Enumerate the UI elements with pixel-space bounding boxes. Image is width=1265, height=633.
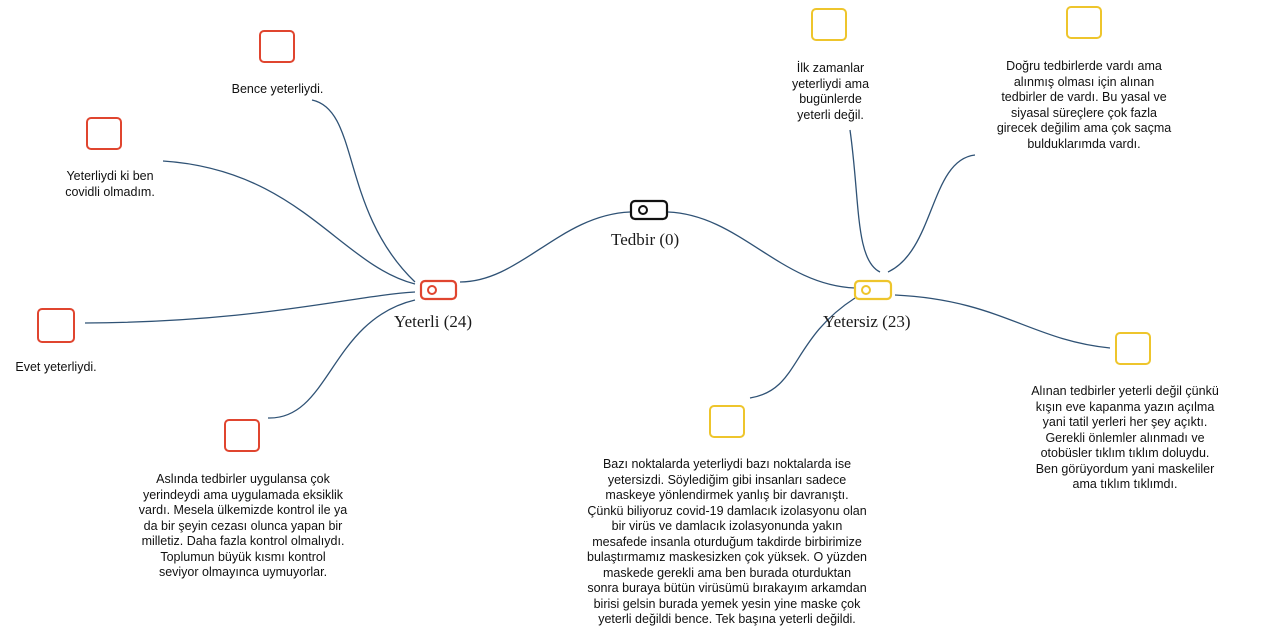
- link-yetersiz-quote-4: [749, 297, 856, 399]
- link-yeterli-quote-3: [84, 291, 416, 324]
- link-root-yetersiz: [667, 211, 856, 289]
- tag-hole-icon: [861, 285, 871, 295]
- root-node[interactable]: [629, 199, 669, 221]
- quote-box-icon[interactable]: [811, 8, 847, 41]
- quote-text: Aslında tedbirler uygulansa çok yerindey…: [138, 472, 348, 579]
- link-yeterli-quote-4: [267, 299, 416, 419]
- quote-text: Bazı noktalarda yeterliydi bazı noktalar…: [587, 457, 867, 626]
- tag-icon: [629, 199, 669, 221]
- tag-icon: [853, 279, 893, 301]
- quote-text: Evet yeterliydi.: [15, 360, 97, 374]
- code-label-yeterli: Yeterli (24): [394, 312, 473, 331]
- link-yeterli-quote-1: [311, 99, 416, 283]
- tag-icon: [419, 279, 458, 301]
- link-yetersiz-quote-3: [894, 294, 1111, 349]
- link-root-yeterli: [459, 211, 631, 283]
- quote-box-icon[interactable]: [224, 419, 260, 452]
- quote-text: Yeterliydi ki ben covidli olmadım.: [65, 169, 155, 199]
- quote-text: Doğru tedbirlerde vardı ama alınmış olma…: [996, 59, 1172, 151]
- tag-hole-icon: [638, 205, 648, 215]
- link-yetersiz-quote-2: [887, 154, 976, 273]
- link-layer: [84, 99, 1111, 419]
- quote-box-icon[interactable]: [1115, 332, 1151, 365]
- quote-box-icon[interactable]: [1066, 6, 1102, 39]
- code-node-yetersiz[interactable]: [853, 279, 893, 301]
- quote-text: Bence yeterliydi.: [231, 82, 324, 96]
- quote-box-icon[interactable]: [37, 308, 75, 343]
- quote-box-icon[interactable]: [259, 30, 295, 63]
- quote-box-icon[interactable]: [709, 405, 745, 438]
- root-label: Tedbir (0): [611, 230, 680, 249]
- tag-hole-icon: [427, 285, 437, 295]
- link-yetersiz-quote-1: [849, 129, 881, 273]
- quote-text: Alınan tedbirler yeterli değil çünkü kış…: [1031, 384, 1219, 491]
- quote-box-icon[interactable]: [86, 117, 122, 150]
- code-node-yeterli[interactable]: [419, 279, 458, 301]
- link-yeterli-quote-2: [162, 160, 416, 285]
- quote-text: İlk zamanlar yeterliydi ama bugünlerde y…: [791, 61, 870, 122]
- code-label-yetersiz: Yetersiz (23): [823, 312, 911, 331]
